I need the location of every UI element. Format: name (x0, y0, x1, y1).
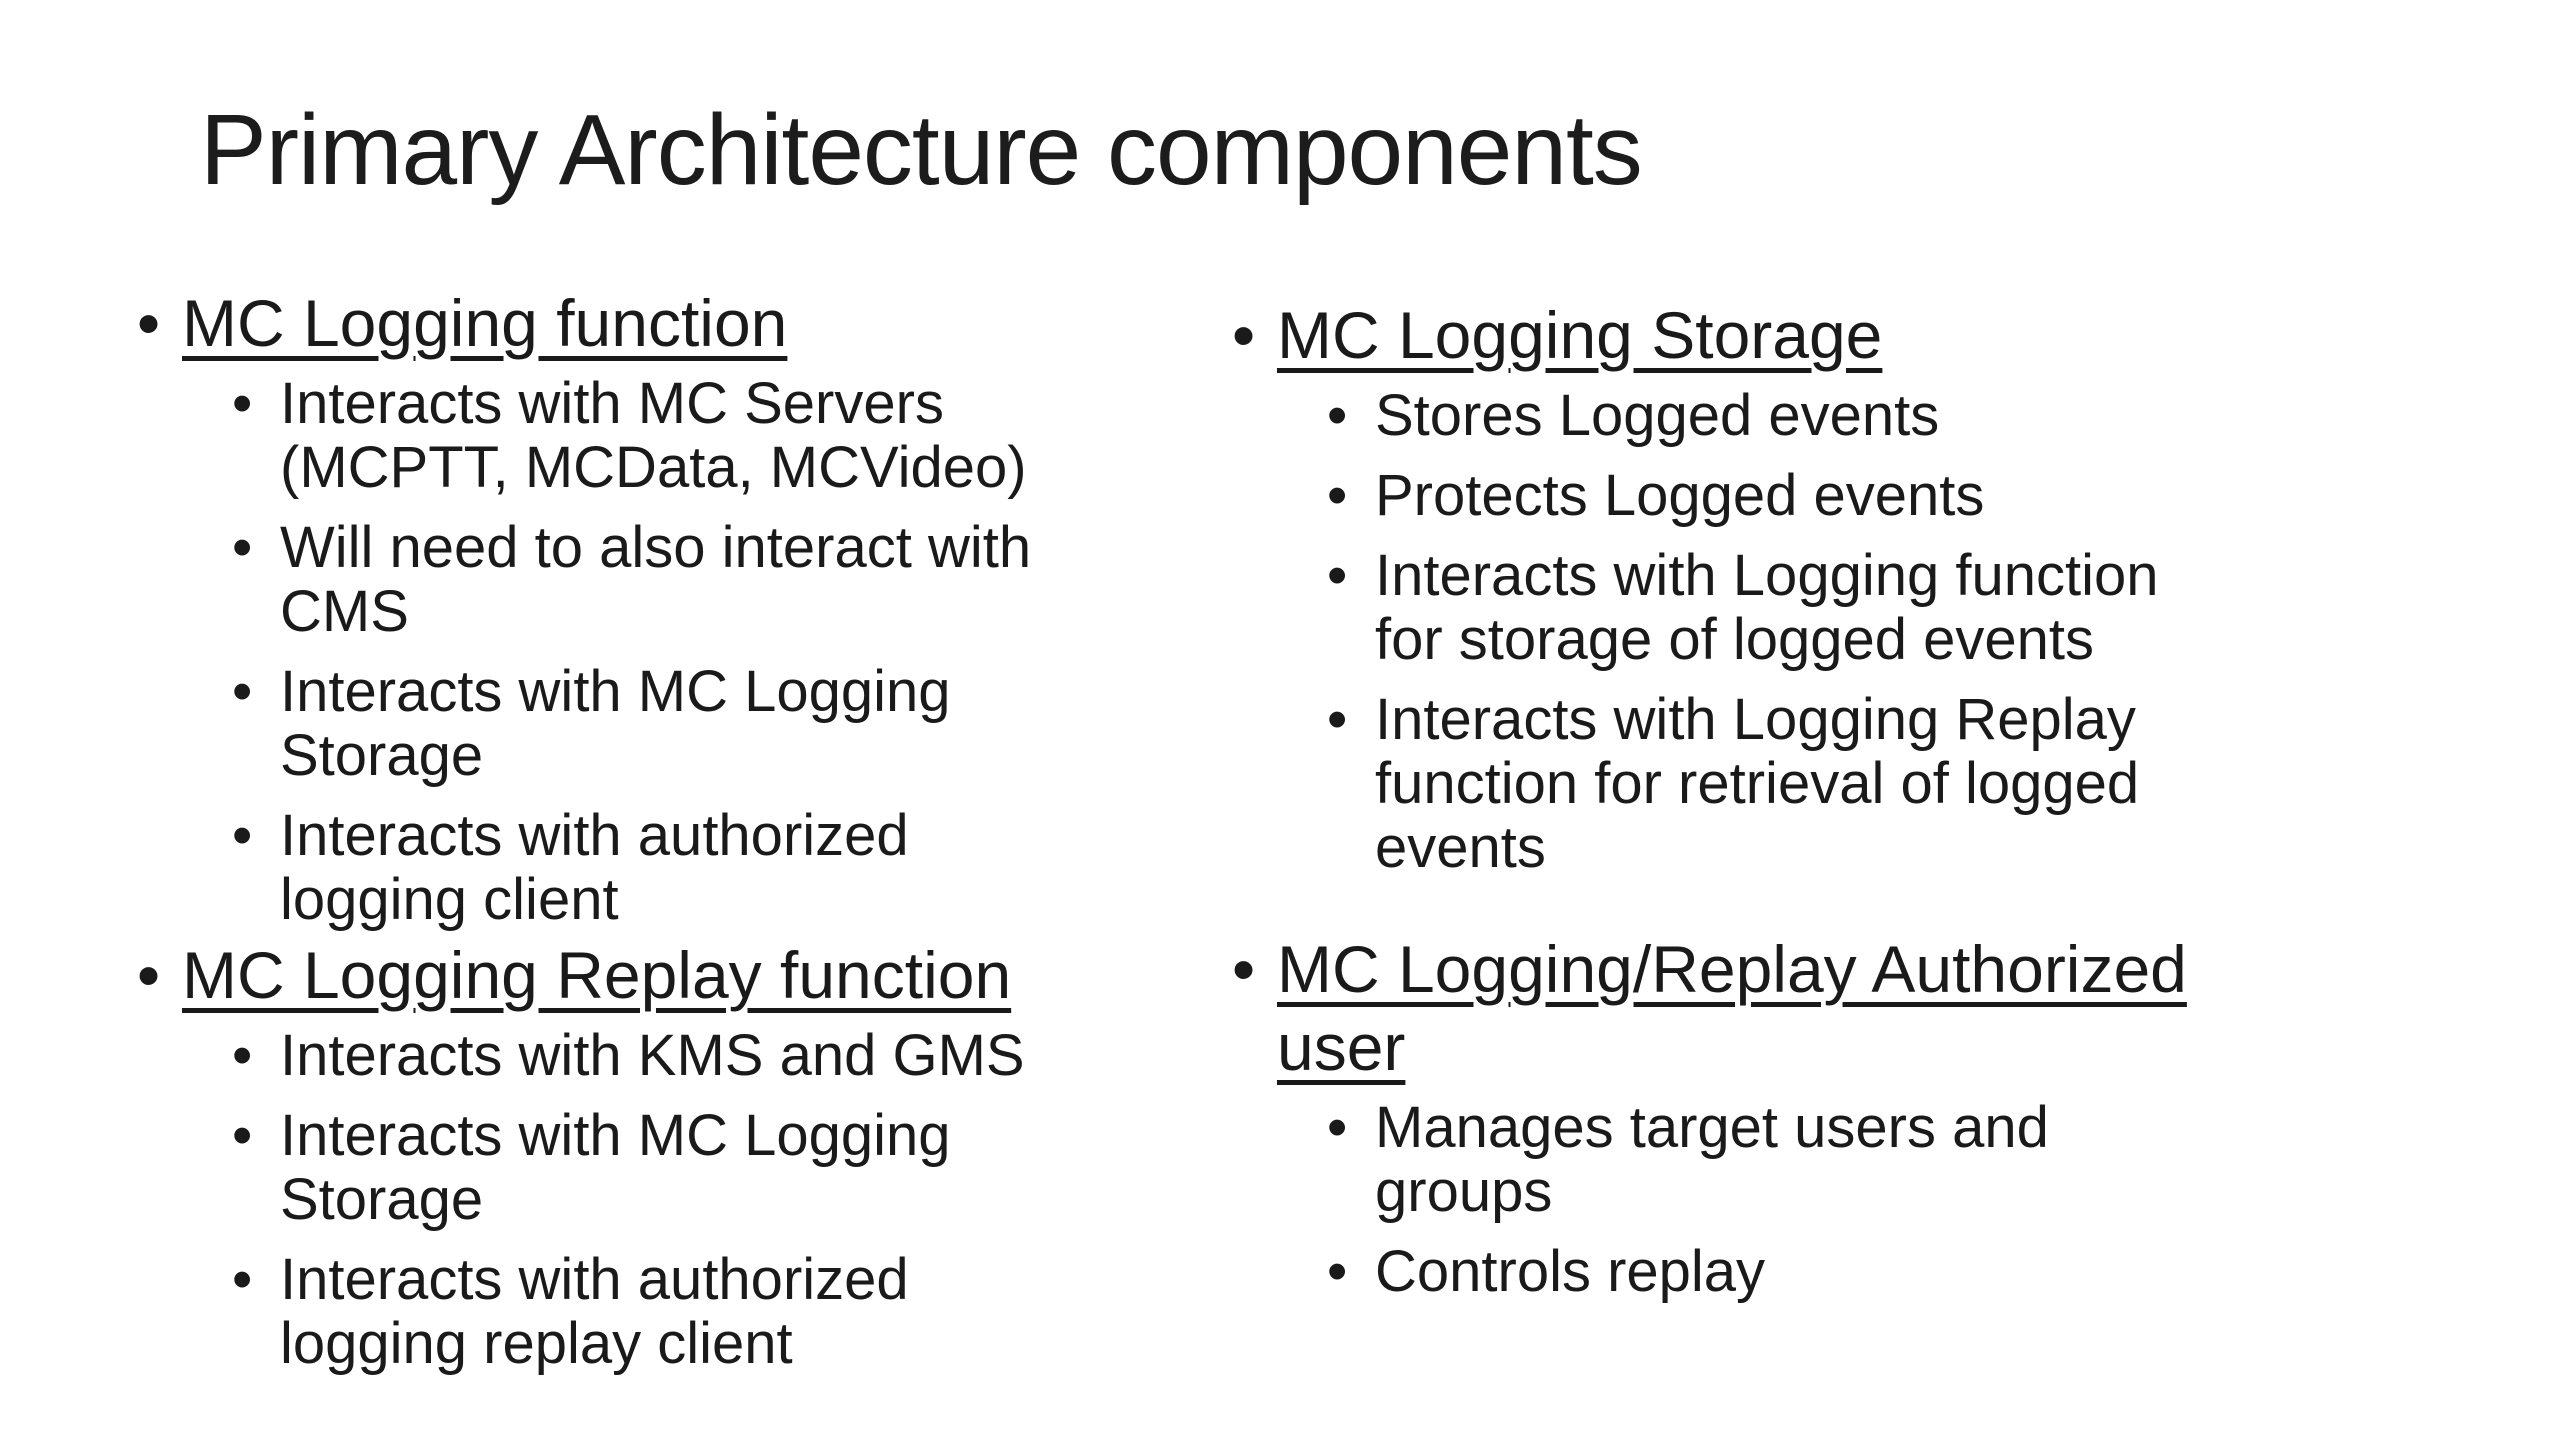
section-heading-row: • MC Logging/Replay Authorized user (1232, 930, 2392, 1086)
column-left: • MC Logging function • Interacts with M… (137, 284, 1147, 1376)
bullet-list: • Interacts with KMS and GMS • Interacts… (232, 1024, 1147, 1376)
list-item: • Interacts with MC Logging Storage (232, 660, 1147, 788)
bullet-icon: • (1232, 298, 1256, 372)
list-item-text: Interacts with Logging Replay function f… (1375, 687, 2140, 880)
section-heading-row: • MC Logging function (137, 284, 1147, 362)
list-item: • Will need to also interact with CMS (232, 516, 1147, 644)
page-title: Primary Architecture components (200, 94, 1643, 206)
list-item: • Interacts with authorized logging clie… (232, 804, 1147, 932)
bullet-icon: • (137, 286, 161, 360)
section-heading: MC Logging function (182, 286, 788, 360)
bullet-icon: • (1327, 687, 1348, 752)
section-mc-logging-replay-authorized-user: • MC Logging/Replay Authorized user • Ma… (1232, 930, 2392, 1304)
section-heading: MC Logging Replay function (182, 938, 1012, 1012)
bullet-icon: • (232, 515, 253, 580)
bullet-icon: • (232, 803, 253, 868)
list-item-text: Interacts with MC Servers (MCPTT, MCData… (280, 371, 1027, 500)
list-item-text: Interacts with KMS and GMS (280, 1023, 1025, 1088)
bullet-icon: • (232, 1103, 253, 1168)
bullet-icon: • (232, 1247, 253, 1312)
list-item-text: Interacts with authorized logging client (280, 803, 909, 932)
list-item-text: Protects Logged events (1375, 463, 1985, 528)
section-heading: MC Logging Storage (1277, 298, 1883, 372)
list-item: • Interacts with Logging function for st… (1327, 544, 2392, 672)
bullet-icon: • (232, 1023, 253, 1088)
section-heading-row: • MC Logging Replay function (137, 936, 1147, 1014)
list-item-text: Interacts with Logging function for stor… (1375, 543, 2159, 672)
list-item: • Interacts with KMS and GMS (232, 1024, 1147, 1088)
list-item: • Protects Logged events (1327, 464, 2392, 528)
column-right: • MC Logging Storage • Stores Logged eve… (1232, 296, 2392, 1304)
list-item: • Interacts with MC Servers (MCPTT, MCDa… (232, 372, 1147, 500)
list-item-text: Manages target users and groups (1375, 1095, 2049, 1224)
bullet-list: • Manages target users and groups • Cont… (1327, 1096, 2392, 1304)
bullet-icon: • (232, 659, 253, 724)
section-mc-logging-storage: • MC Logging Storage • Stores Logged eve… (1232, 296, 2392, 880)
bullet-list: • Stores Logged events • Protects Logged… (1327, 384, 2392, 880)
bullet-icon: • (137, 938, 161, 1012)
bullet-icon: • (1232, 932, 1256, 1006)
section-mc-logging-function: • MC Logging function • Interacts with M… (137, 284, 1147, 932)
list-item: • Interacts with MC Logging Storage (232, 1104, 1147, 1232)
list-item: • Stores Logged events (1327, 384, 2392, 448)
section-mc-logging-replay-function: • MC Logging Replay function • Interacts… (137, 936, 1147, 1376)
bullet-icon: • (1327, 463, 1348, 528)
bullet-icon: • (232, 371, 253, 436)
bullet-icon: • (1327, 1095, 1348, 1160)
bullet-icon: • (1327, 543, 1348, 608)
list-item: • Controls replay (1327, 1240, 2392, 1304)
list-item-text: Interacts with MC Logging Storage (280, 1103, 951, 1232)
list-item-text: Controls replay (1375, 1239, 1766, 1304)
list-item-text: Will need to also interact with CMS (280, 515, 1032, 644)
list-item-text: Interacts with authorized logging replay… (280, 1247, 909, 1376)
section-heading-row: • MC Logging Storage (1232, 296, 2392, 374)
section-heading: MC Logging/Replay Authorized user (1277, 932, 2187, 1084)
bullet-icon: • (1327, 1239, 1348, 1304)
list-item: • Interacts with Logging Replay function… (1327, 688, 2392, 880)
bullet-list: • Interacts with MC Servers (MCPTT, MCDa… (232, 372, 1147, 932)
list-item: • Manages target users and groups (1327, 1096, 2392, 1224)
list-item: • Interacts with authorized logging repl… (232, 1248, 1147, 1376)
bullet-icon: • (1327, 383, 1348, 448)
list-item-text: Stores Logged events (1375, 383, 1940, 448)
list-item-text: Interacts with MC Logging Storage (280, 659, 951, 788)
